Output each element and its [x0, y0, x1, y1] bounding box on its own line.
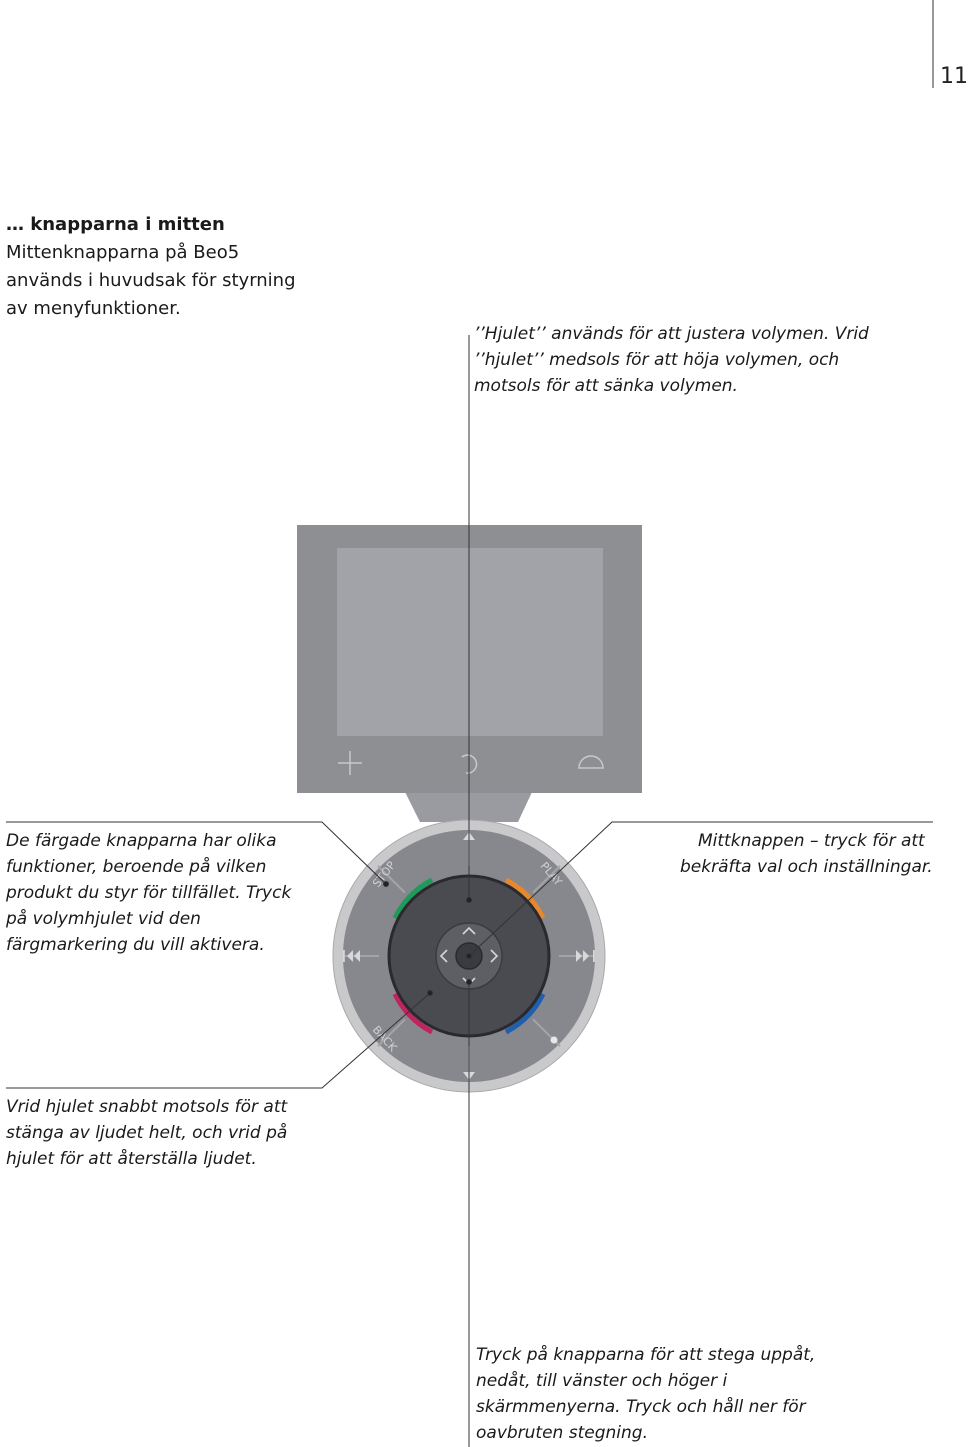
- callout-line: hjulet för att återställa ljudet.: [6, 1149, 257, 1169]
- chevron-left-icon: [439, 949, 448, 963]
- page-number: 11: [940, 64, 968, 89]
- callout-line: Mittknappen – tryck för att: [698, 831, 925, 851]
- dot-icon: [550, 1036, 558, 1044]
- callout-line: Tryck på knapparna för att stega uppåt,: [476, 1345, 816, 1365]
- dome-icon: [578, 755, 604, 769]
- orange-color-mark: [504, 877, 546, 920]
- callout-color-buttons: De färgade knapparna har olika funktione…: [6, 828, 291, 958]
- callout-center-button: Mittknappen – tryck för att bekräfta val…: [680, 828, 933, 880]
- callout-line: De färgade knapparna har olika: [6, 831, 277, 851]
- callout-line: oavbruten stegning.: [476, 1423, 648, 1443]
- intro-line: av menyfunktioner.: [6, 298, 181, 319]
- callout-arrow-buttons: Tryck på knapparna för att stega uppåt, …: [476, 1342, 815, 1446]
- intro-block: … knapparna i mitten Mittenknapparna på …: [6, 211, 326, 323]
- callout-line: motsols för att sänka volymen.: [474, 376, 738, 396]
- callout-mute: Vrid hjulet snabbt motsols för att stäng…: [6, 1094, 287, 1172]
- intro-line: Mittenknapparna på Beo5: [6, 242, 240, 263]
- plus-icon: [338, 751, 362, 775]
- callout-line: färgmarkering du vill aktivera.: [6, 935, 265, 955]
- callout-line: ’’hjulet’’ medsols för att höja volymen,…: [474, 350, 840, 370]
- callout-line: nedåt, till vänster och höger i: [476, 1371, 728, 1391]
- blue-color-mark: [504, 992, 546, 1035]
- rotate-icon: [461, 754, 478, 774]
- callout-line: skärmmenyerna. Tryck och håll ner för: [476, 1397, 806, 1417]
- callout-line: ’’Hjulet’’ används för att justera volym…: [474, 324, 869, 344]
- callout-line: funktioner, beroende på vilken: [6, 857, 267, 877]
- section-title: … knapparna i mitten: [6, 214, 225, 235]
- red-color-mark: [392, 992, 434, 1035]
- intro-line: används i huvudsak för styrning: [6, 270, 296, 291]
- callout-line: Vrid hjulet snabbt motsols för att: [6, 1097, 288, 1117]
- callout-line: på volymhjulet vid den: [6, 909, 201, 929]
- fast-forward-icon: [576, 950, 595, 962]
- remote-screen: [337, 548, 603, 736]
- callout-line: stänga av ljudet helt, och vrid på: [6, 1123, 288, 1143]
- callout-wheel: ’’Hjulet’’ används för att justera volym…: [474, 321, 869, 399]
- green-color-mark: [392, 877, 434, 920]
- chevron-up-icon: [462, 926, 476, 935]
- chevron-right-icon: [490, 949, 499, 963]
- rewind-icon: [343, 950, 360, 962]
- callout-line: bekräfta val och inställningar.: [680, 857, 933, 877]
- callout-line: produkt du styr för tillfället. Tryck: [6, 883, 292, 903]
